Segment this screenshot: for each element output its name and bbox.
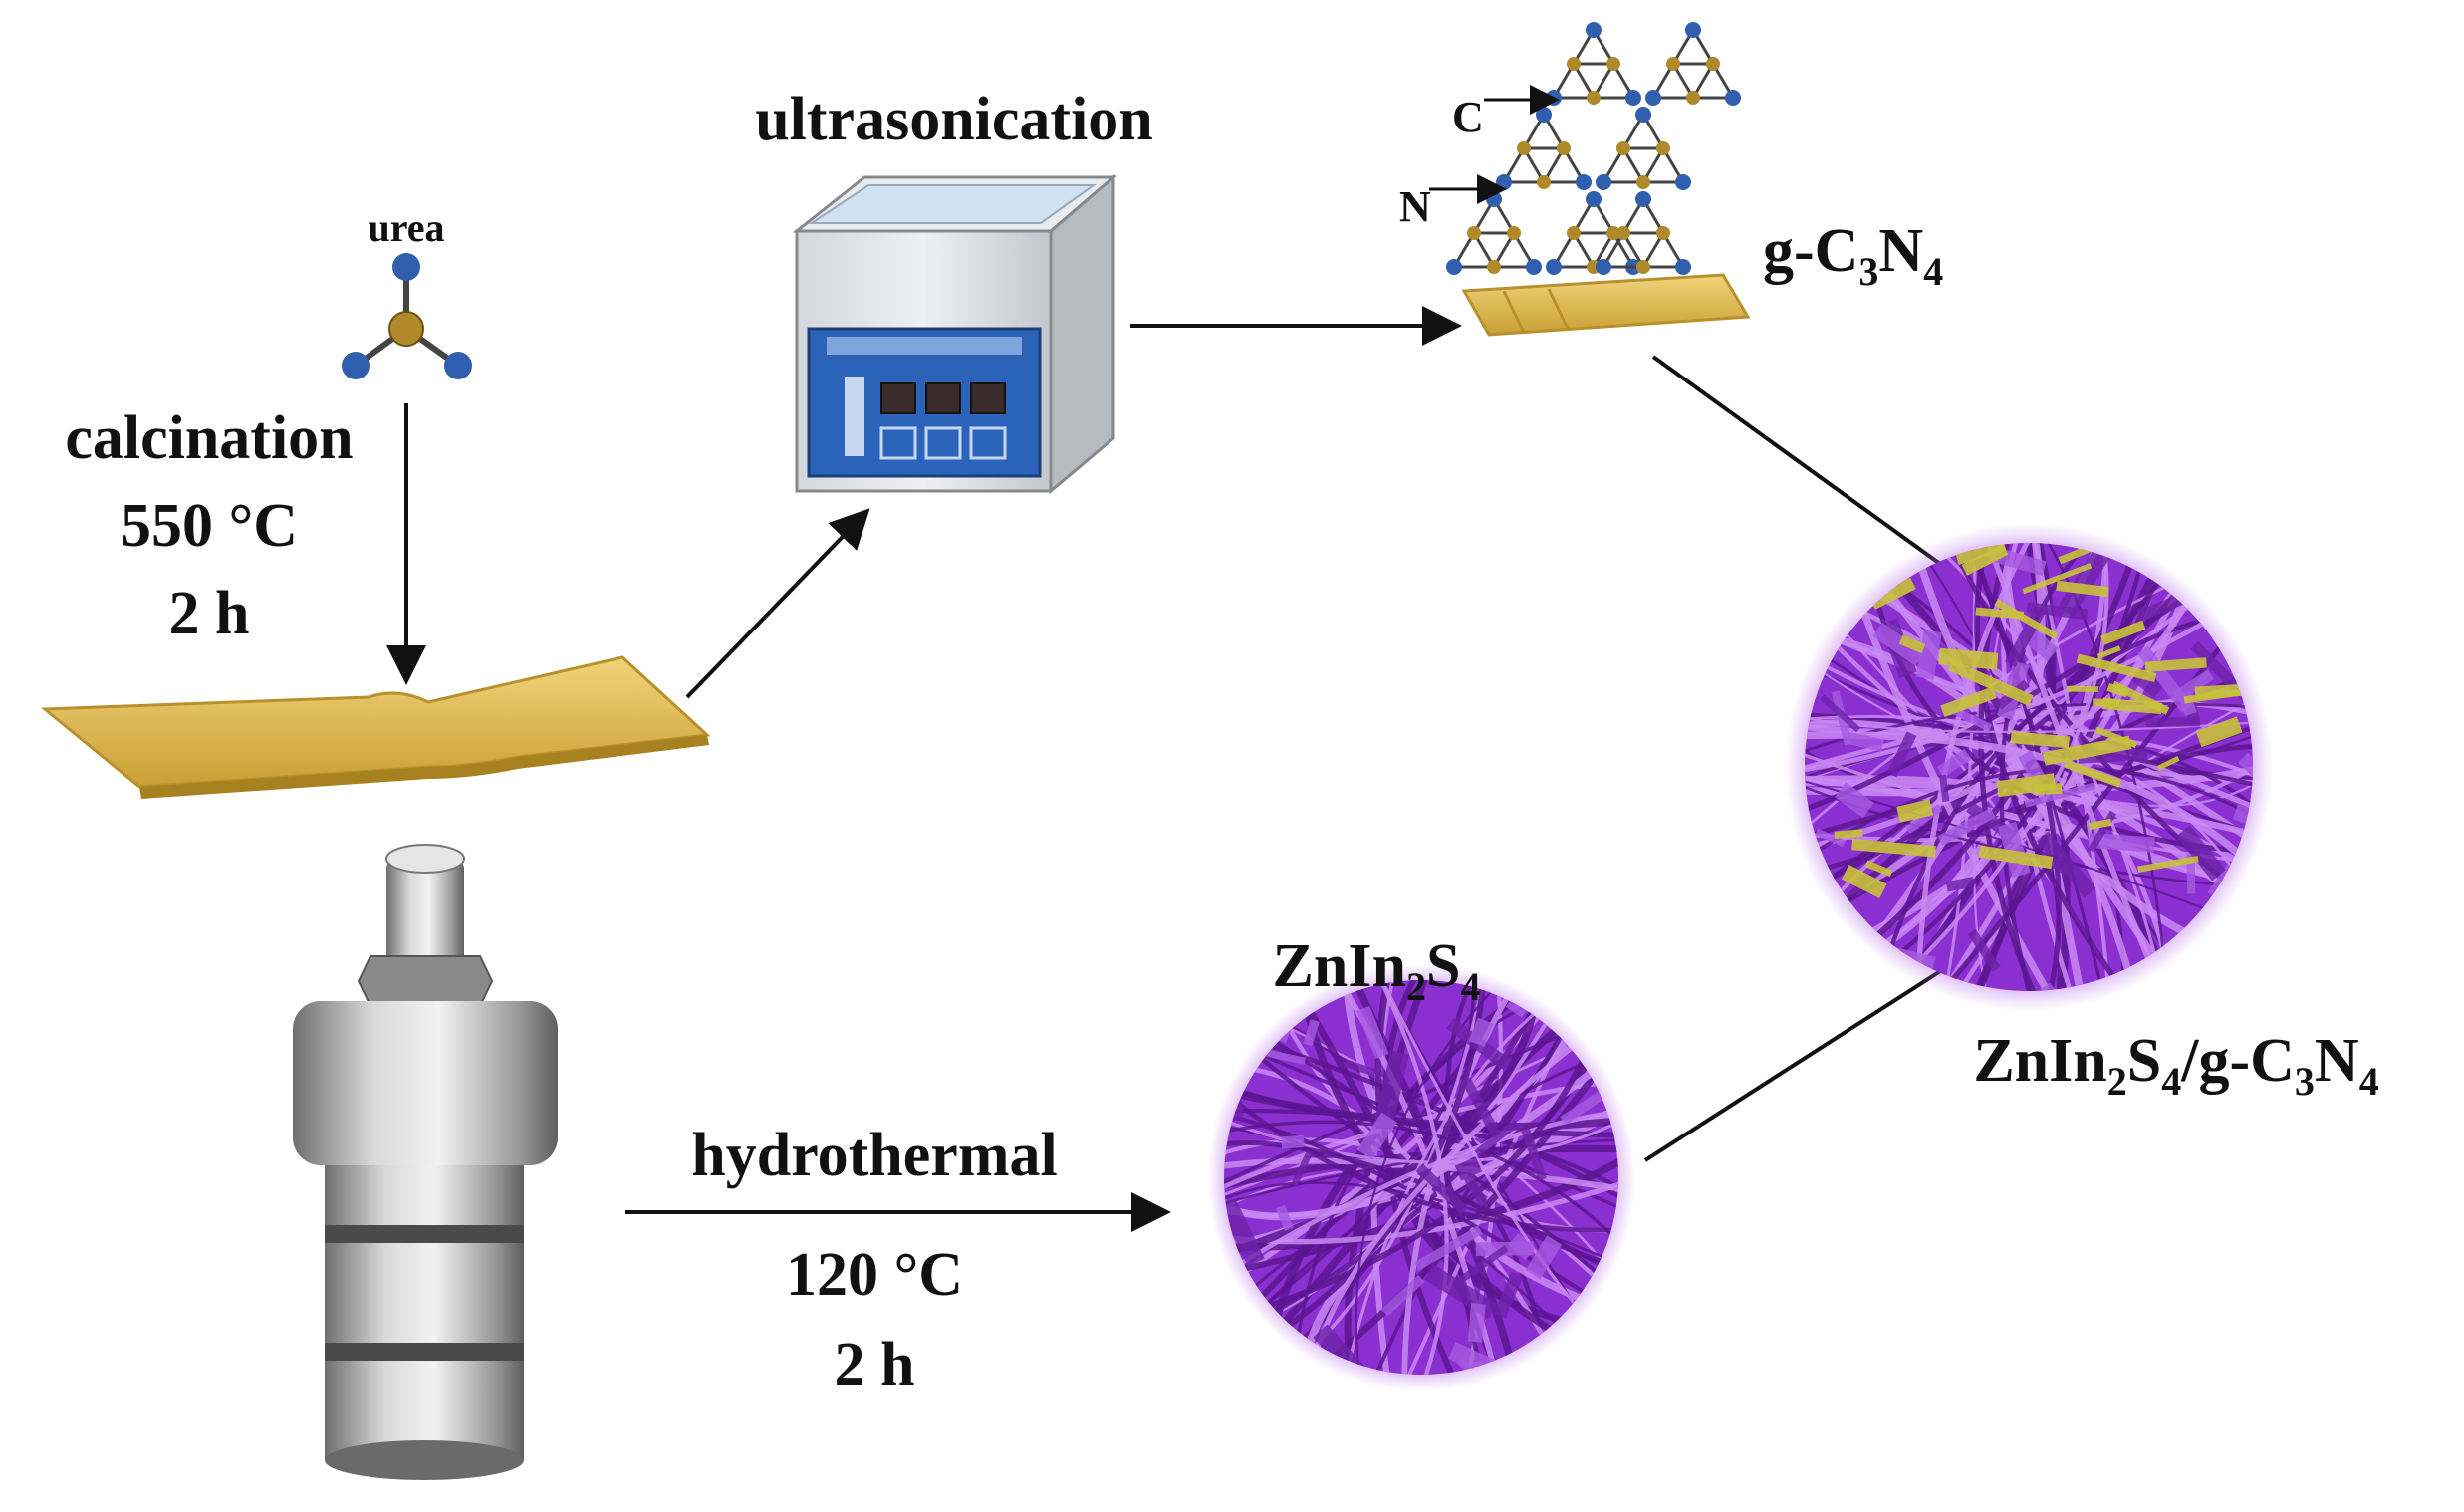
zis-label: ZnIn2S4 [1273,932,1481,1009]
gcn-label: g-C3N4 [1763,217,1943,294]
hydrothermal-label: hydrothermal [691,1122,1057,1189]
calcination-time-label: 2 h [169,580,250,647]
composite-texture [1805,543,2253,991]
bulk-gcn-sheet [40,655,711,799]
hydrothermal-time-label: 2 h [835,1331,915,1398]
gcn-nanosheet [1461,273,1751,337]
autoclave-icon [293,844,558,1480]
composite-label: ZnIn2S4/g-C3N4 [1973,1027,2378,1104]
urea-molecule-icon [342,253,472,379]
atom-n-label: N [1399,182,1431,231]
urea-label: urea [368,205,444,250]
gcn-lattice-icon [1446,22,1741,275]
arrow-to-ultrasonication [685,508,870,699]
ultrasonication-label: ultrasonication [755,86,1153,153]
calcination-label: calcination [65,404,353,472]
atom-c-label: C [1452,93,1484,141]
hydrothermal-temp-label: 120 °C [786,1241,963,1309]
ultrasonic-bath-icon [792,173,1118,495]
calcination-temp-label: 550 °C [121,492,298,560]
